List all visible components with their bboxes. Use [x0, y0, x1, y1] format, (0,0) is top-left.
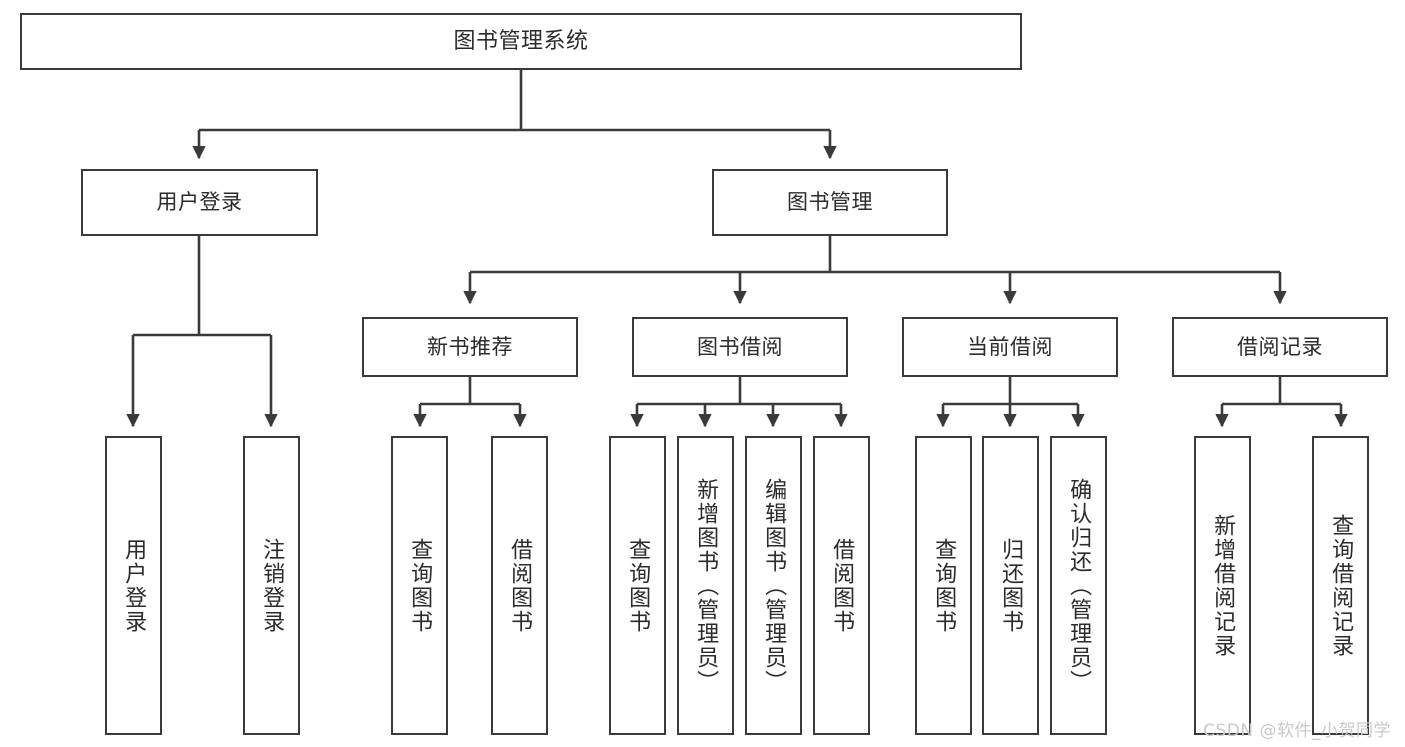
leaf-borrow-book-1-label: 借阅图书 — [507, 537, 533, 634]
node-root[interactable]: 图书管理系统 — [20, 13, 1022, 70]
leaf-borrow-book-2-label: 借阅图书 — [829, 537, 855, 634]
node-book-borrow[interactable]: 图书借阅 — [632, 317, 848, 377]
node-current-borrow-label: 当前借阅 — [967, 334, 1053, 359]
leaf-query-book-3[interactable]: 查询图书 — [915, 436, 972, 735]
leaf-add-book[interactable]: 新增图书（管理员） — [677, 436, 734, 735]
leaf-user-login[interactable]: 用户登录 — [105, 436, 162, 735]
leaf-query-borrow-record-label: 查询借阅记录 — [1328, 513, 1354, 658]
leaf-confirm-return[interactable]: 确认归还（管理员） — [1050, 436, 1107, 735]
node-current-borrow[interactable]: 当前借阅 — [902, 317, 1118, 377]
leaf-query-book-2[interactable]: 查询图书 — [609, 436, 666, 735]
leaf-query-book-1[interactable]: 查询图书 — [391, 436, 448, 735]
leaf-borrow-book-1[interactable]: 借阅图书 — [491, 436, 548, 735]
leaf-return-book-label: 归还图书 — [998, 537, 1024, 634]
node-book-manage-label: 图书管理 — [787, 190, 873, 215]
node-book-manage[interactable]: 图书管理 — [712, 169, 948, 236]
leaf-add-borrow-record[interactable]: 新增借阅记录 — [1194, 436, 1251, 735]
leaf-query-book-3-label: 查询图书 — [931, 537, 957, 634]
node-user-login-label: 用户登录 — [156, 190, 243, 215]
leaf-logout-label: 注销登录 — [259, 537, 285, 634]
leaf-edit-book-label: 编辑图书（管理员） — [761, 477, 787, 694]
watermark: CSDN @软件_小贺同学 — [1203, 721, 1391, 741]
leaf-confirm-return-label: 确认归还（管理员） — [1066, 477, 1092, 694]
leaf-logout[interactable]: 注销登录 — [243, 436, 300, 735]
leaf-borrow-book-2[interactable]: 借阅图书 — [813, 436, 870, 735]
node-new-book-recommend-label: 新书推荐 — [427, 334, 513, 359]
node-new-book-recommend[interactable]: 新书推荐 — [362, 317, 578, 377]
leaf-query-book-1-label: 查询图书 — [407, 537, 433, 634]
leaf-return-book[interactable]: 归还图书 — [982, 436, 1039, 735]
leaf-query-borrow-record[interactable]: 查询借阅记录 — [1312, 436, 1369, 735]
leaf-user-login-label: 用户登录 — [121, 537, 147, 634]
node-root-label: 图书管理系统 — [453, 28, 589, 54]
leaf-query-book-2-label: 查询图书 — [625, 537, 651, 634]
node-borrow-record-label: 借阅记录 — [1237, 334, 1323, 359]
leaf-add-book-label: 新增图书（管理员） — [693, 477, 719, 694]
node-borrow-record[interactable]: 借阅记录 — [1172, 317, 1388, 377]
leaf-edit-book[interactable]: 编辑图书（管理员） — [745, 436, 802, 735]
node-user-login[interactable]: 用户登录 — [81, 169, 318, 236]
leaf-add-borrow-record-label: 新增借阅记录 — [1210, 513, 1236, 658]
node-book-borrow-label: 图书借阅 — [697, 334, 783, 359]
